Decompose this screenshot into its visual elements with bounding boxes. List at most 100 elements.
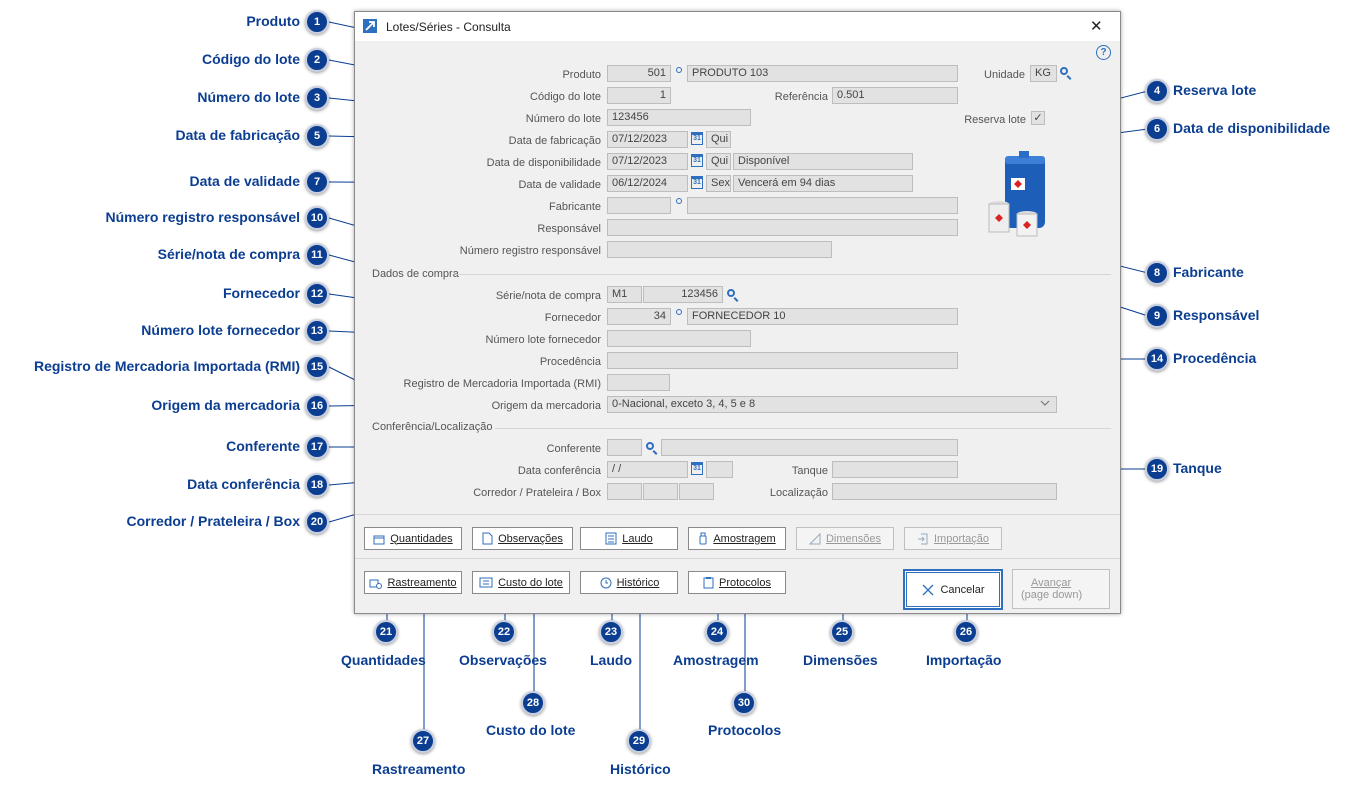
data-validade-calendar-icon[interactable]: 31 bbox=[691, 176, 703, 189]
data-validade-status: Vencerá em 94 dias bbox=[733, 175, 913, 192]
callout-24-label: Amostragem bbox=[673, 652, 759, 668]
conferente-code-field[interactable] bbox=[607, 439, 642, 456]
fornecedor-code-field[interactable]: 34 bbox=[607, 308, 671, 325]
sample-jar-icon bbox=[699, 532, 707, 545]
callout-3-label: Número do lote bbox=[197, 89, 300, 105]
callout-30-label: Protocolos bbox=[708, 722, 782, 738]
laudo-button[interactable]: Laudo bbox=[580, 527, 678, 550]
fabricante-name-field[interactable] bbox=[687, 197, 958, 214]
observacoes-button[interactable]: Observações bbox=[472, 527, 573, 550]
rastreamento-button[interactable]: Rastreamento bbox=[364, 571, 462, 594]
data-conferencia-field[interactable]: / / bbox=[607, 461, 688, 478]
codigo-lote-field[interactable]: 1 bbox=[607, 87, 671, 104]
fabricante-search-icon[interactable] bbox=[676, 198, 682, 204]
laudo-label: Laudo bbox=[622, 532, 653, 545]
callout-23-label: Laudo bbox=[590, 652, 632, 668]
historico-button[interactable]: Histórico bbox=[580, 571, 678, 594]
callout-1-label: Produto bbox=[246, 13, 300, 29]
callout-7-label: Data de validade bbox=[189, 173, 301, 189]
amostragem-button[interactable]: Amostragem bbox=[688, 527, 786, 550]
conferente-search-icon[interactable] bbox=[646, 442, 654, 450]
data-fabricacao-field[interactable]: 07/12/2023 bbox=[607, 131, 688, 148]
avancar-button[interactable]: Avançar (page down) bbox=[1012, 569, 1110, 609]
data-disponibilidade-status: Disponível bbox=[733, 153, 913, 170]
fornecedor-search-icon[interactable] bbox=[676, 309, 682, 315]
fabricante-code-field[interactable] bbox=[607, 197, 671, 214]
callout-30: 30 bbox=[732, 691, 756, 715]
reserva-lote-checkbox[interactable]: ✓ bbox=[1031, 111, 1045, 125]
callout-4: 4 bbox=[1145, 79, 1169, 103]
chevron-down-icon[interactable] bbox=[1039, 397, 1051, 409]
data-disponibilidade-weekday: Qui bbox=[706, 153, 731, 170]
callout-24: 24 bbox=[705, 620, 729, 644]
callout-23: 23 bbox=[599, 620, 623, 644]
quantidades-button[interactable]: Quantidades bbox=[364, 527, 462, 550]
callout-26: 26 bbox=[954, 620, 978, 644]
prateleira-field[interactable] bbox=[643, 483, 678, 500]
custo-lote-button[interactable]: Custo do lote bbox=[472, 571, 570, 594]
callout-25-label: Dimensões bbox=[803, 652, 878, 668]
protocolos-button[interactable]: Protocolos bbox=[688, 571, 786, 594]
data-validade-field[interactable]: 06/12/2024 bbox=[607, 175, 688, 192]
procedencia-field[interactable] bbox=[607, 352, 958, 369]
data-disponibilidade-calendar-icon[interactable]: 31 bbox=[691, 154, 703, 167]
callout-5: 5 bbox=[305, 124, 329, 148]
dimensoes-button[interactable]: Dimensões bbox=[796, 527, 894, 550]
importacao-label: Importação bbox=[933, 532, 990, 545]
callout-6-label: Data de disponibilidade bbox=[1173, 120, 1331, 136]
referencia-field[interactable]: 0.501 bbox=[832, 87, 958, 104]
nota-field[interactable]: 123456 bbox=[643, 286, 723, 303]
rmi-label: Registro de Mercadoria Importada (RMI) bbox=[403, 378, 601, 390]
tanque-field[interactable] bbox=[832, 461, 958, 478]
custo-lote-label: Custo do lote bbox=[498, 576, 563, 589]
protocolos-label: Protocolos bbox=[719, 576, 771, 589]
data-conferencia-weekday bbox=[706, 461, 733, 478]
nota-search-icon[interactable] bbox=[727, 289, 735, 297]
fabricante-label: Fabricante bbox=[549, 201, 601, 213]
import-icon bbox=[917, 533, 928, 544]
data-fabricacao-calendar-icon[interactable]: 31 bbox=[691, 132, 703, 145]
fornecedor-name-field[interactable]: FORNECEDOR 10 bbox=[687, 308, 958, 325]
fornecedor-label: Fornecedor bbox=[544, 312, 601, 324]
responsavel-field[interactable] bbox=[607, 219, 958, 236]
rastreamento-label: Rastreamento bbox=[387, 576, 457, 589]
close-icon[interactable]: ✕ bbox=[1090, 18, 1103, 35]
numero-lote-field[interactable]: 123456 bbox=[607, 109, 751, 126]
close-icon bbox=[923, 584, 934, 595]
reserva-lote-label: Reserva lote bbox=[964, 114, 1026, 126]
callout-8: 8 bbox=[1145, 261, 1169, 285]
box-field[interactable] bbox=[679, 483, 714, 500]
data-conferencia-calendar-icon[interactable]: 31 bbox=[691, 462, 703, 475]
callout-11-label: Série/nota de compra bbox=[157, 246, 300, 262]
help-icon[interactable]: ? bbox=[1096, 45, 1111, 60]
codigo-lote-label: Código do lote bbox=[530, 91, 601, 103]
data-disponibilidade-field[interactable]: 07/12/2023 bbox=[607, 153, 688, 170]
numero-registro-field[interactable] bbox=[607, 241, 832, 258]
cancelar-button[interactable]: Cancelar bbox=[903, 569, 1003, 610]
produto-name-field[interactable]: PRODUTO 103 bbox=[687, 65, 958, 82]
callout-17: 17 bbox=[305, 435, 329, 459]
conferente-name-field[interactable] bbox=[661, 439, 958, 456]
rmi-field[interactable] bbox=[607, 374, 670, 391]
money-icon bbox=[479, 577, 493, 588]
callout-6: 6 bbox=[1145, 117, 1169, 141]
serie-field[interactable]: M1 bbox=[607, 286, 642, 303]
callout-5-label: Data de fabricação bbox=[175, 127, 301, 143]
callout-14-label: Procedência bbox=[1173, 350, 1257, 366]
produto-code-field[interactable]: 501 bbox=[607, 65, 671, 82]
unidade-field[interactable]: KG bbox=[1030, 65, 1057, 82]
corredor-field[interactable] bbox=[607, 483, 642, 500]
responsavel-label: Responsável bbox=[537, 223, 601, 235]
produto-search-icon[interactable] bbox=[676, 67, 682, 73]
ruler-icon bbox=[808, 532, 821, 544]
box-icon bbox=[373, 535, 385, 544]
callout-11: 11 bbox=[305, 243, 329, 267]
tanque-label: Tanque bbox=[791, 465, 828, 477]
localizacao-field[interactable] bbox=[832, 483, 1057, 500]
importacao-button[interactable]: Importação bbox=[904, 527, 1002, 550]
callout-10-label: Número registro responsável bbox=[105, 209, 300, 225]
dados-compra-divider bbox=[455, 274, 1111, 275]
numero-lote-fornecedor-field[interactable] bbox=[607, 330, 751, 347]
origem-select[interactable]: 0-Nacional, exceto 3, 4, 5 e 8 bbox=[607, 396, 1057, 413]
unidade-search-icon[interactable] bbox=[1060, 67, 1068, 75]
